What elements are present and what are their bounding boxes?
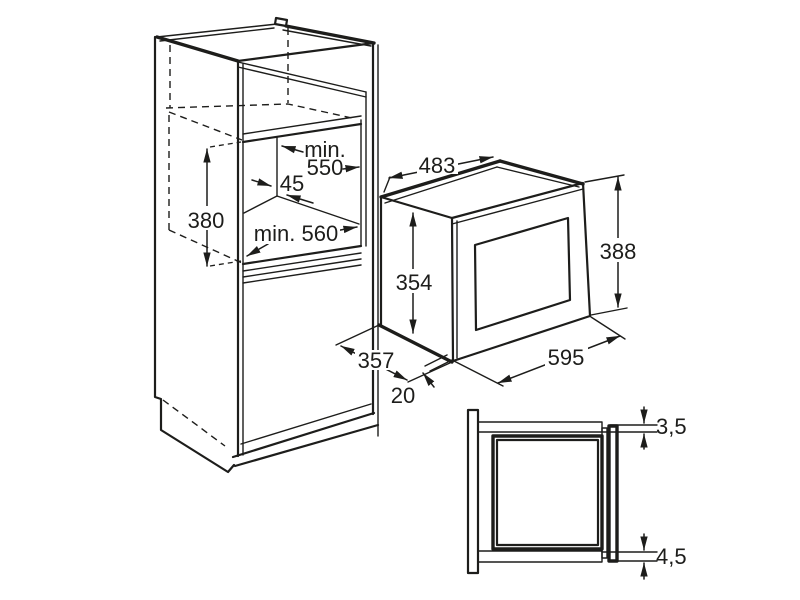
section-trim-bar: [601, 427, 608, 559]
dim-arrow: [422, 372, 435, 388]
dim-label-body-height: 354: [396, 270, 433, 295]
mw-overhang-line-door: [429, 359, 453, 372]
dim-label-body-width: 483: [419, 153, 456, 178]
dim-label-niche-depth: min. 560: [254, 221, 338, 246]
mw-body-top-right-edge: [498, 159, 585, 186]
section-side-panel: [466, 408, 480, 575]
dim-label-section-bottom-gap: 4,5: [656, 544, 687, 569]
dim-label-niche-width-value: 550: [307, 155, 344, 180]
dim-label-body-depth: 357: [358, 348, 395, 373]
mw-door-outline: [450, 181, 592, 363]
niche-bottom-edge: [241, 244, 363, 266]
dim-label-section-top-gap: 3,5: [656, 414, 687, 439]
dim-niche-height: 380: [186, 141, 242, 267]
cabinet-top-right-edge-inner: [282, 29, 372, 47]
dim-body-height: 354: [393, 212, 435, 334]
cabinet-bottom-band-bottom: [233, 423, 380, 468]
dim-label-niche-width-min: min.: [304, 137, 346, 162]
dim-door-width: 595: [453, 316, 626, 387]
dim-niche-width: min. 550: [281, 137, 360, 180]
dim-arrow: [286, 194, 314, 204]
cabinet-top-left-edge: [155, 35, 240, 63]
mw-body-top-right-edge-inner: [496, 166, 580, 188]
section-appliance-inner: [495, 438, 600, 547]
section-top-panel: [477, 421, 603, 433]
extension-line: [383, 176, 391, 193]
cabinet-back-panel-tab: [273, 16, 289, 28]
extension-line: [590, 316, 626, 340]
upper-compartment-line: [237, 61, 367, 93]
dim-label-door-overhang: 20: [391, 383, 415, 408]
dim-section-top-gap: 3,5: [640, 406, 687, 450]
dim-label-door-width: 595: [548, 345, 585, 370]
lower-door-top-edge: [242, 258, 362, 278]
niche-top-rail: [242, 115, 362, 135]
cabinet-left-panel-outline: [153, 35, 236, 474]
dim-arrow: [246, 243, 269, 257]
mw-body-top-left-edge: [379, 195, 454, 220]
dim-arrow: [342, 165, 360, 173]
upper-compartment-line: [237, 66, 367, 98]
cabinet-top-front-edge: [236, 41, 376, 63]
dim-arrow: [251, 178, 272, 187]
label-mask: [545, 346, 588, 367]
extension-line: [407, 361, 453, 383]
label-mask: [417, 153, 458, 174]
niche-floor-back-edge: [276, 195, 360, 225]
dim-section-bottom-gap: 4,5: [640, 533, 687, 580]
hidden-edge: [165, 103, 353, 119]
cabinet-top-back-edge: [156, 23, 278, 38]
section-door-bar: [607, 424, 619, 563]
cabinet-top-right-edge: [284, 24, 376, 45]
label-mask: [355, 350, 398, 370]
mw-body-bottom-left-edge: [377, 323, 454, 364]
hidden-edge: [168, 229, 243, 264]
label-mask: [186, 206, 227, 230]
microwave-drawing: [377, 159, 592, 372]
dim-body-depth: 357: [335, 324, 453, 383]
extension-line: [453, 360, 504, 387]
niche-floor-left-edge: [243, 195, 278, 214]
dim-door-height: 388: [584, 174, 639, 316]
section-appliance-outer: [491, 434, 604, 551]
label-mask: [597, 238, 639, 262]
niche-top-edge: [241, 122, 363, 144]
dim-arrow: [281, 145, 304, 154]
extension-line: [335, 324, 380, 346]
hidden-edge: [168, 111, 243, 141]
dim-door-overhang: 20: [391, 372, 435, 408]
mw-door-window: [473, 216, 572, 332]
extension-line: [584, 174, 625, 183]
mw-door-top-inner-line: [451, 188, 584, 225]
section-bottom-panel: [477, 550, 603, 563]
hidden-edge: [162, 399, 226, 447]
extension-line: [209, 260, 242, 267]
extension-line: [590, 307, 628, 316]
section-detail-drawing: [466, 408, 658, 575]
dim-label-niche-height: 380: [188, 208, 225, 233]
cabinet-drawing: [153, 16, 380, 474]
extension-line: [209, 141, 242, 148]
dim-niche-depth: min. 560: [246, 221, 358, 257]
label-mask: [252, 224, 340, 244]
dim-clearance-45: 45: [251, 171, 314, 204]
cabinet-bottom-band-top: [231, 411, 376, 459]
label-mask: [393, 269, 435, 293]
lower-door-bottom-edge: [240, 403, 372, 445]
lower-door-top-edge-inner: [242, 264, 362, 284]
dim-label-clearance: 45: [280, 171, 304, 196]
shelf-front-line: [242, 252, 362, 272]
dimension-annotations: min. 550 45 380 min. 560: [186, 137, 687, 580]
dim-label-door-height: 388: [600, 239, 637, 264]
dim-body-width: 483: [383, 153, 494, 193]
cabinet-top-back-edge-inner: [159, 27, 275, 42]
mw-overhang-line-body: [424, 354, 448, 367]
